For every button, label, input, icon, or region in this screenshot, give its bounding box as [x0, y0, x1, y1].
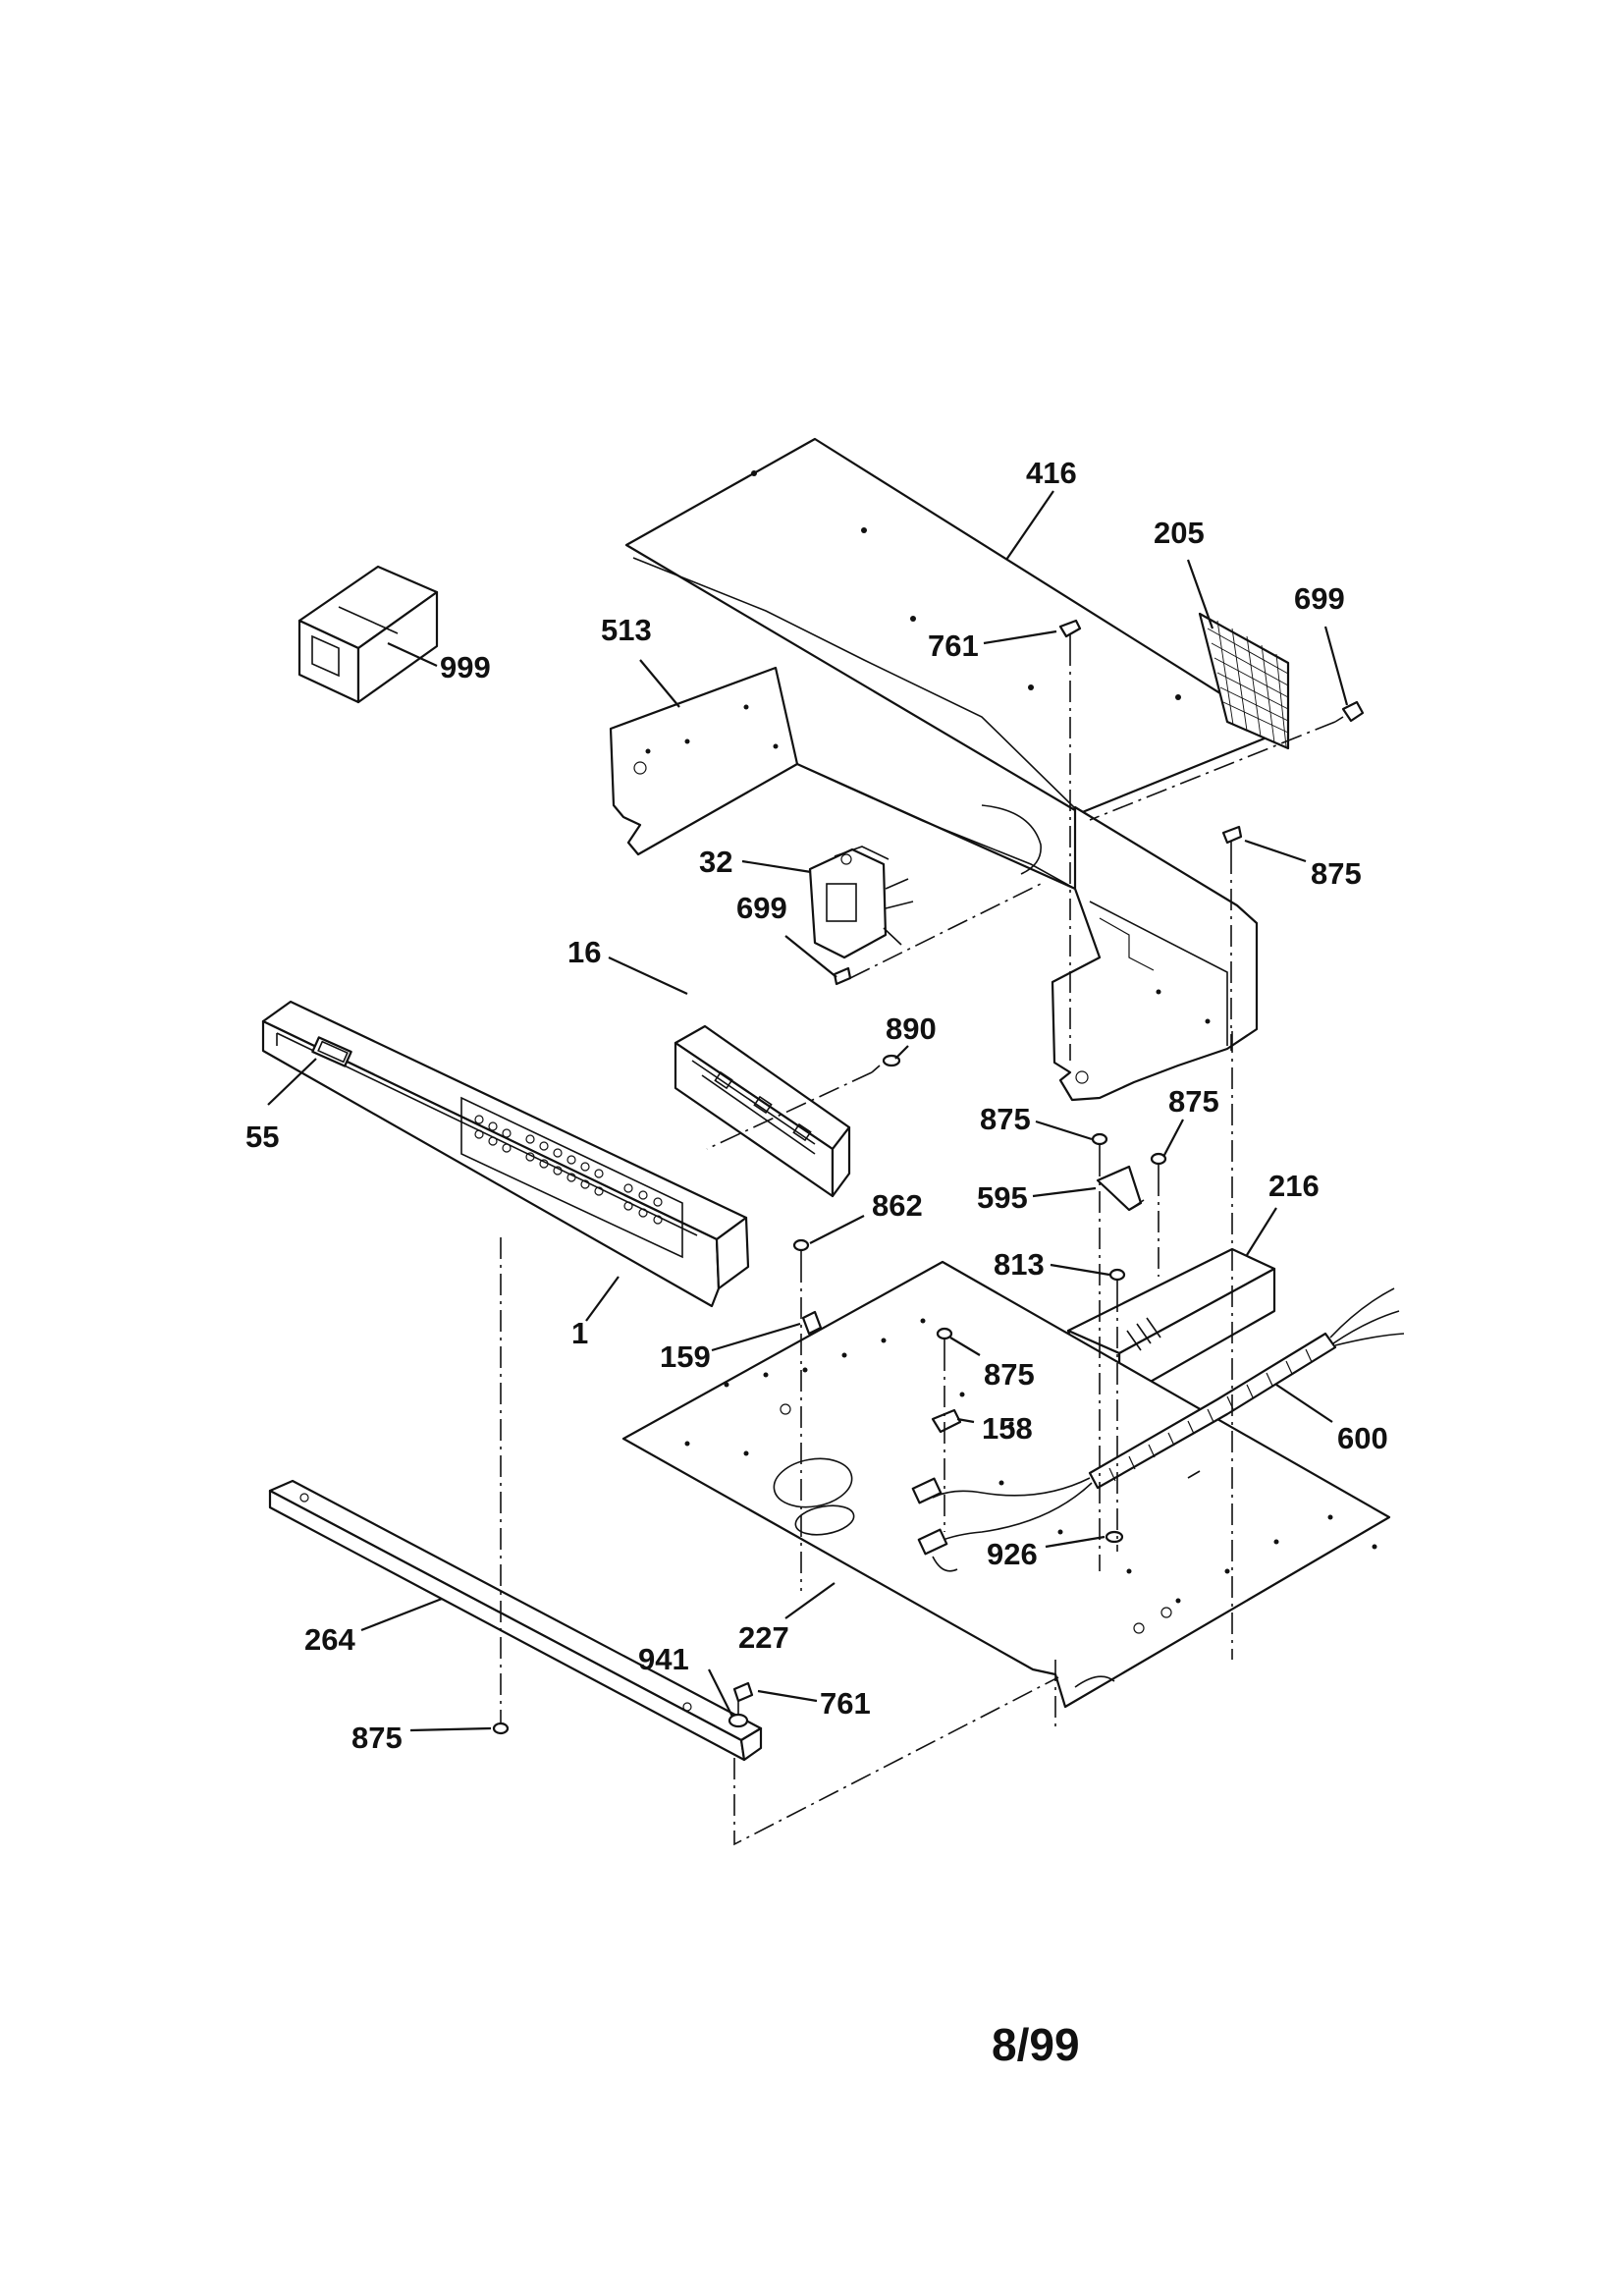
part-999-box[interactable]: [297, 565, 439, 704]
callout-890: 890: [886, 1011, 937, 1046]
callout-416: 416: [1026, 456, 1077, 490]
part-32-switch-assembly[interactable]: [808, 846, 914, 959]
callout-813: 813: [994, 1247, 1045, 1282]
part-205-vent-screen[interactable]: [1198, 612, 1290, 750]
assembly-lines: [500, 644, 1336, 1846]
callout-513: 513: [601, 613, 652, 647]
part-875-screw-bottom[interactable]: [492, 1713, 510, 1735]
callout-761: 761: [928, 629, 979, 663]
callout-875: 875: [1311, 856, 1362, 891]
part-761-screw-top[interactable]: [1058, 619, 1082, 644]
part-862-screw[interactable]: [792, 1238, 810, 1261]
callout-264: 264: [304, 1622, 355, 1657]
leader-lines: [267, 490, 1349, 1732]
part-813-screw[interactable]: [1108, 1268, 1126, 1290]
callout-862: 862: [872, 1188, 923, 1223]
part-216-wiring-cover[interactable]: [1066, 1247, 1276, 1401]
callout-158: 158: [982, 1411, 1033, 1446]
callout-875: 875: [351, 1721, 403, 1755]
callout-875: 875: [984, 1357, 1035, 1392]
callout-205: 205: [1154, 516, 1205, 550]
callout-55: 55: [245, 1120, 279, 1154]
callout-600: 600: [1337, 1421, 1388, 1455]
part-159-clip[interactable]: [801, 1310, 823, 1336]
part-1-control-panel[interactable]: [261, 1000, 750, 1308]
callout-labels: 416 205 699 513 761 999 875 32 699 16 89…: [245, 456, 1388, 1755]
callout-699: 699: [736, 891, 787, 925]
callout-16: 16: [567, 935, 601, 969]
part-875-screw-side[interactable]: [1221, 825, 1243, 852]
callout-999: 999: [440, 650, 491, 684]
callout-595: 595: [977, 1180, 1028, 1215]
callout-1: 1: [571, 1316, 588, 1350]
part-227-base-panel[interactable]: [621, 1260, 1391, 1709]
callout-159: 159: [660, 1339, 711, 1374]
callout-32: 32: [699, 845, 732, 879]
part-264-front-rail[interactable]: [268, 1479, 763, 1762]
part-761-screw-bottom[interactable]: [732, 1681, 754, 1703]
part-941-washer[interactable]: [728, 1713, 749, 1728]
part-699-screw-rear[interactable]: [1334, 700, 1365, 723]
callout-875: 875: [980, 1102, 1031, 1136]
callout-875: 875: [1168, 1084, 1219, 1119]
part-875-screw-bracket[interactable]: [1091, 1132, 1108, 1155]
part-875-screw-base[interactable]: [936, 1327, 953, 1349]
callout-941: 941: [638, 1642, 689, 1676]
part-600-wire-harness[interactable]: [911, 1287, 1405, 1572]
callout-761: 761: [820, 1686, 871, 1721]
callout-227: 227: [738, 1620, 789, 1655]
part-16-control-board[interactable]: [674, 1024, 851, 1198]
page-date-label: 8/99: [992, 2019, 1080, 2070]
part-875-screw-cover[interactable]: [1150, 1152, 1167, 1175]
part-158-clip[interactable]: [931, 1408, 962, 1434]
part-513-outer-case[interactable]: [609, 666, 1259, 1102]
part-595-bracket[interactable]: [1096, 1165, 1145, 1212]
callout-216: 216: [1268, 1169, 1320, 1203]
part-55-nameplate[interactable]: [317, 1040, 349, 1064]
callout-926: 926: [987, 1537, 1038, 1571]
callout-699: 699: [1294, 581, 1345, 616]
part-926-nut[interactable]: [1105, 1530, 1124, 1544]
